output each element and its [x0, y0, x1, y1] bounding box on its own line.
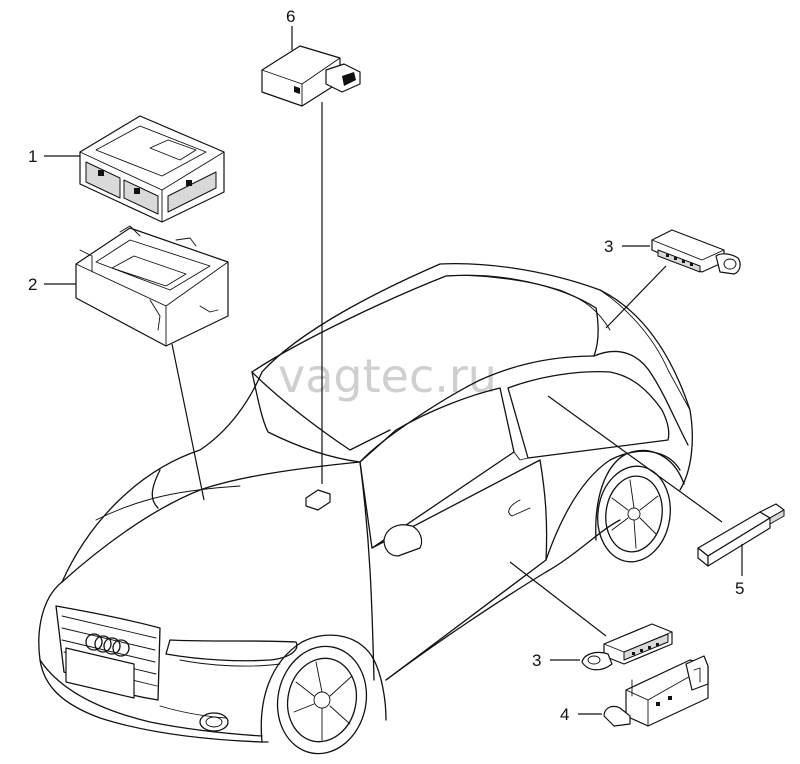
part-5-antenna-strip: [697, 503, 785, 567]
callout-1: 1: [28, 147, 37, 166]
part-3-upper-antenna: [651, 229, 741, 275]
part-4-bracket-clip: [603, 655, 709, 727]
leader-lines: [44, 26, 743, 715]
callout-4: 4: [560, 705, 569, 724]
car-illustration: [38, 263, 693, 755]
roof-antenna-location-marker: [305, 489, 331, 511]
callout-3-upper: 3: [604, 237, 613, 256]
part-3-lower-antenna: [581, 623, 673, 671]
part-1-control-unit: [79, 115, 225, 223]
callout-5: 5: [735, 579, 744, 598]
callout-6: 6: [286, 7, 295, 26]
callout-3-lower: 3: [532, 651, 541, 670]
part-6-antenna-module: [261, 45, 361, 107]
callout-2: 2: [28, 275, 37, 294]
part-2-bracket: [75, 225, 229, 347]
watermark-text: vagtec.ru: [278, 349, 497, 403]
audi-rings-logo: [85, 633, 130, 657]
